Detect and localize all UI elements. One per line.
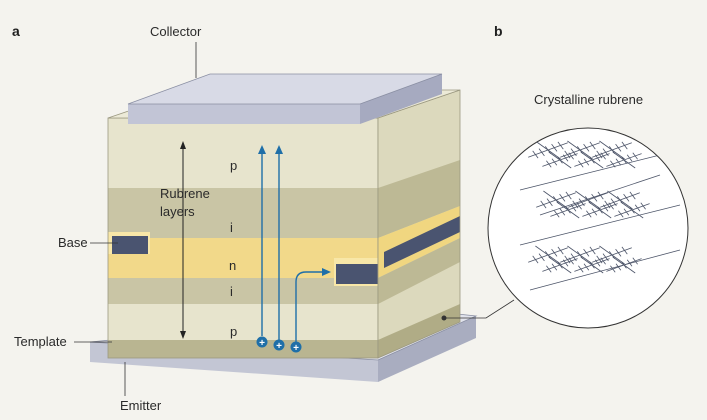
inset-leader-line [444,299,515,319]
collector-label: Collector [150,24,202,39]
hole-current-arrows [261,152,326,342]
i-layer-top [108,188,378,238]
svg-text:+: + [276,341,282,352]
template-layer [108,340,378,358]
i-layer-bottom [108,278,378,304]
arrow-heads [258,145,331,276]
layer-label-p-bottom: p [230,324,237,339]
n-layer [108,238,378,278]
rubrene-lattice-drawing [519,140,681,291]
svg-text:+: + [293,343,299,354]
layer-label-n: n [229,258,236,273]
base-label: Base [58,235,88,250]
base-electrode-right [336,264,378,284]
hole-carrier-icon [273,339,285,351]
rubrene-layers-label-line2: layers [160,204,195,219]
layer-label-i-top: i [230,220,233,235]
svg-text:+: + [259,338,265,349]
device-front-face [108,118,378,358]
template-label: Template [14,334,67,349]
emitter-label: Emitter [120,398,162,413]
hole-carrier-icon [256,336,268,348]
panel-label-b: b [494,23,503,39]
rubrene-span-arrow [180,141,186,339]
base-electrode-side [384,216,460,268]
p-layer-top [108,118,378,188]
collector-electrode [127,73,443,124]
hole-carrier-icon [290,341,302,353]
rubrene-layers-label-line1: Rubrene [160,186,210,201]
hole-carriers: + + + [256,336,302,354]
layer-label-i-bottom: i [230,284,233,299]
layer-label-p-top: p [230,158,237,173]
inset-title: Crystalline rubrene [534,92,643,107]
p-layer-bottom [108,304,378,340]
panel-label-a: a [12,23,20,39]
device-side-face [378,90,460,358]
base-electrode-left [112,236,148,254]
